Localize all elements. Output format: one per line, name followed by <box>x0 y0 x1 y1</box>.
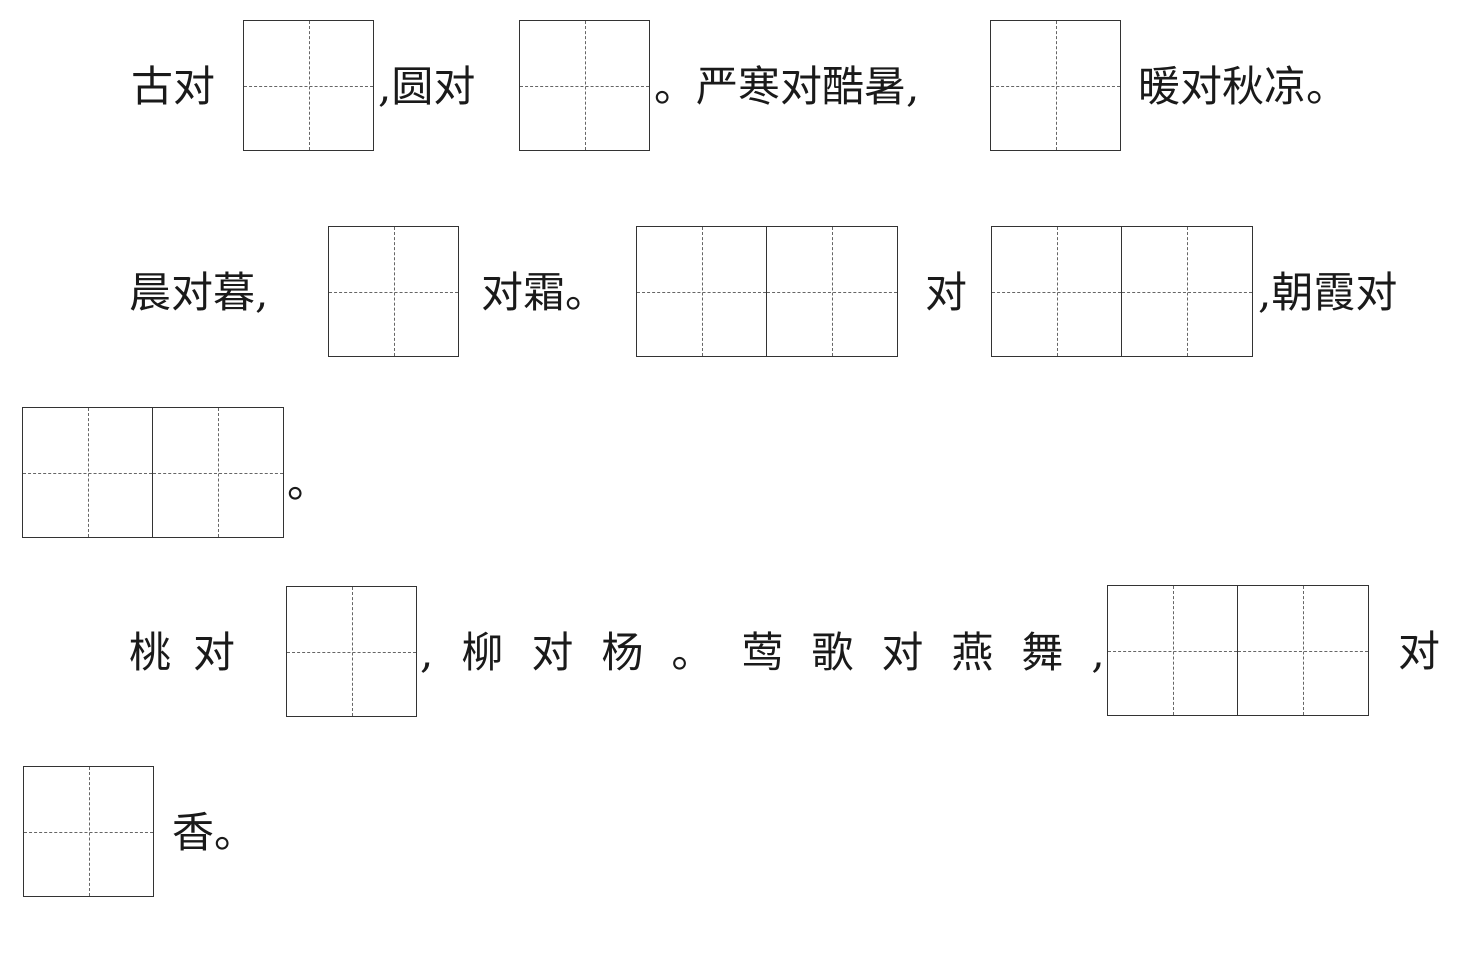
line2-text-dui: 对 <box>925 268 968 317</box>
line3-text-period: 。 <box>287 458 330 507</box>
line2-text-zhaoxia-dui: ,朝霞对 <box>1258 268 1398 317</box>
answer-box-6b[interactable] <box>1122 226 1253 357</box>
answer-box-10[interactable] <box>23 766 154 897</box>
line1-text-yanhan-dui-kushu: 。严寒对酷暑, <box>654 62 920 111</box>
line1-text-nuan-dui-qiuliang: 暖对秋凉。 <box>1138 62 1349 111</box>
answer-box-8[interactable] <box>286 586 417 717</box>
answer-box-9b[interactable] <box>1238 585 1369 716</box>
line2-text-dui-shuang: 对霜。 <box>481 268 608 317</box>
line4-text-dui: 对 <box>1398 627 1441 676</box>
answer-box-7a[interactable] <box>22 407 153 538</box>
answer-box-2[interactable] <box>519 20 650 151</box>
answer-box-3[interactable] <box>990 20 1121 151</box>
answer-box-7b[interactable] <box>153 407 284 538</box>
answer-box-5a[interactable] <box>636 226 767 357</box>
line1-text-yuan-dui: ,圆对 <box>378 62 476 111</box>
answer-box-5b[interactable] <box>767 226 898 357</box>
answer-box-6a[interactable] <box>991 226 1122 357</box>
line4-text-liu-dui-yang: ,柳对杨。莺歌对燕舞, <box>420 628 1133 677</box>
line2-text-chen-dui-mu: 晨对暮, <box>129 268 269 317</box>
answer-box-4[interactable] <box>328 226 459 357</box>
answer-box-1[interactable] <box>243 20 374 151</box>
line4-text-tao-dui: 桃对 <box>129 628 258 677</box>
line5-text-xiang: 香。 <box>172 808 257 857</box>
answer-box-9a[interactable] <box>1107 585 1238 716</box>
line1-text-gu-dui: 古对 <box>131 62 216 111</box>
